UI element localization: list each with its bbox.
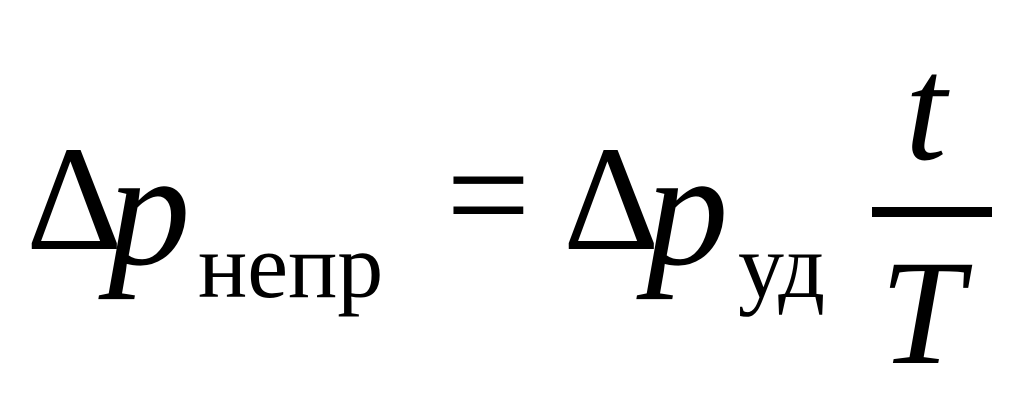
fraction-denominator: T — [880, 230, 964, 396]
equals-sign: = — [446, 112, 531, 278]
subscript-ud: уд — [738, 215, 826, 317]
delta-symbol-rhs: Δ — [563, 116, 660, 282]
delta-symbol-lhs: Δ — [26, 116, 123, 282]
fraction-numerator: t — [905, 26, 947, 192]
variable-p-rhs: p — [646, 117, 729, 300]
subscript-nepr: непр — [198, 215, 384, 317]
variable-p-lhs: p — [108, 117, 191, 300]
fraction-bar — [872, 207, 992, 217]
